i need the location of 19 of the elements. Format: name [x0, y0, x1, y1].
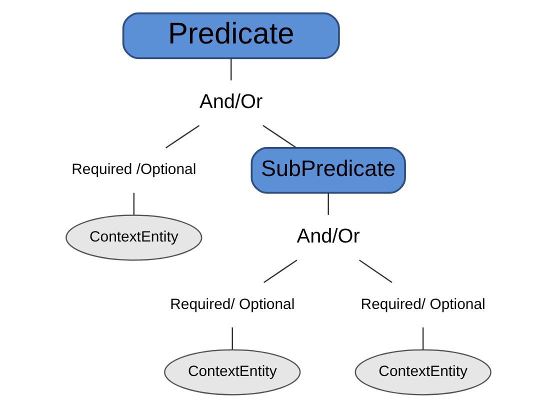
connector	[262, 125, 296, 148]
node-box: SubPredicate	[250, 146, 406, 194]
connector	[422, 327, 424, 350]
node-text: Required/ Optional	[360, 296, 485, 313]
node-text: And/Or	[296, 225, 360, 248]
connector	[358, 260, 392, 283]
node-ellipse: ContextEntity	[354, 349, 491, 396]
connector	[132, 192, 134, 215]
connector	[327, 192, 328, 215]
node-box: Predicate	[122, 12, 340, 60]
connector	[231, 327, 232, 350]
connector	[263, 260, 297, 283]
connector	[164, 125, 200, 148]
connector	[230, 58, 232, 80]
node-text: Required/ Optional	[170, 296, 294, 313]
node-ellipse: ContextEntity	[164, 349, 300, 396]
node-text: And/Or	[199, 90, 262, 113]
node-text: Required /Optional	[71, 161, 196, 178]
node-ellipse: ContextEntity	[65, 214, 202, 261]
